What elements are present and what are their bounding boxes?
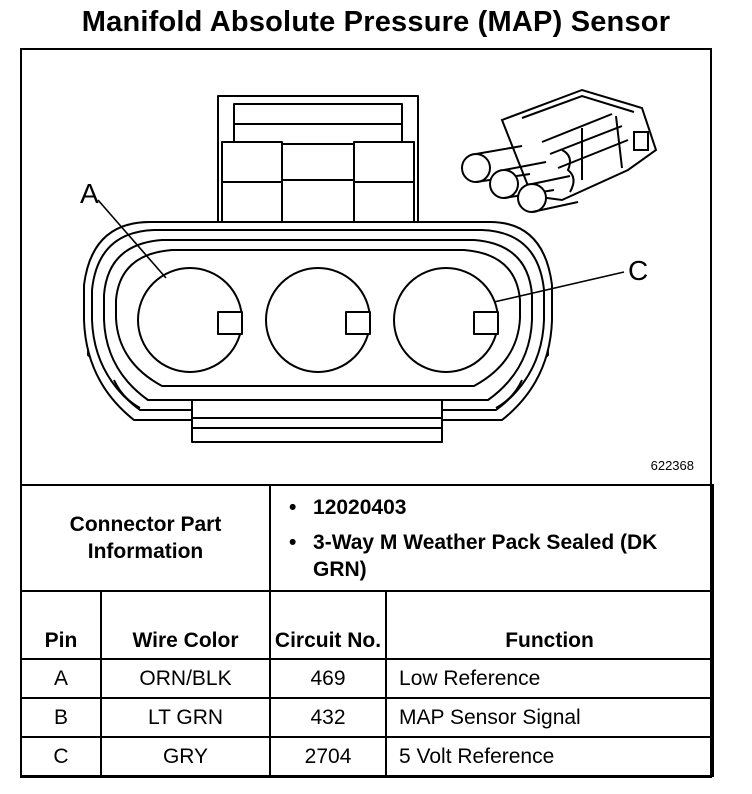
table-row: A ORN/BLK 469 Low Reference xyxy=(20,658,715,699)
callout-c-leader xyxy=(493,271,625,303)
wire-color-cell: GRY xyxy=(99,736,272,777)
header-function: Function xyxy=(385,590,715,660)
header-circuit-no: Circuit No. xyxy=(269,590,388,660)
pin-cavity-b xyxy=(265,267,371,373)
function-cell: Low Reference xyxy=(385,658,715,699)
table-header-row: Pin Wire Color Circuit No. Function xyxy=(20,590,715,660)
part-number: 12020403 xyxy=(289,494,712,521)
pin-cavity-a xyxy=(137,267,243,373)
table-row: B LT GRN 432 MAP Sensor Signal xyxy=(20,697,715,738)
function-cell: MAP Sensor Signal xyxy=(385,697,715,738)
pin-cavity-c xyxy=(393,267,499,373)
header-pin: Pin xyxy=(20,590,102,660)
callout-a-leader xyxy=(97,199,167,279)
page-title: Manifold Absolute Pressure (MAP) Sensor xyxy=(81,6,671,38)
header-wire-color: Wire Color xyxy=(99,590,272,660)
circuit-cell: 2704 xyxy=(269,736,388,777)
table-row: C GRY 2704 5 Volt Reference xyxy=(20,736,715,777)
outer-frame xyxy=(20,48,712,778)
connector-diagram: A C xyxy=(80,88,658,443)
circuit-cell: 432 xyxy=(269,697,388,738)
function-cell: 5 Volt Reference xyxy=(385,736,715,777)
connector-latch xyxy=(217,95,419,229)
connector-part-row: Connector Part Information 12020403 3-Wa… xyxy=(19,484,715,592)
pin-cell: C xyxy=(20,736,102,777)
pin-cell: A xyxy=(20,658,102,699)
connector-info-table: Connector Part Information 12020403 3-Wa… xyxy=(19,484,715,777)
callout-c-label: C xyxy=(628,255,648,286)
connector-description: 3-Way M Weather Pack Sealed (DK GRN) xyxy=(289,529,712,583)
circuit-cell: 469 xyxy=(269,658,388,699)
connector-thumbnail xyxy=(461,88,658,213)
wire-color-cell: LT GRN xyxy=(99,697,272,738)
figure-number: 622368 xyxy=(650,458,694,473)
pin-cell: B xyxy=(20,697,102,738)
callout-a-label: A xyxy=(80,178,99,209)
wire-color-cell: ORN/BLK xyxy=(99,658,272,699)
connector-part-label: Connector Part Information xyxy=(69,513,222,563)
